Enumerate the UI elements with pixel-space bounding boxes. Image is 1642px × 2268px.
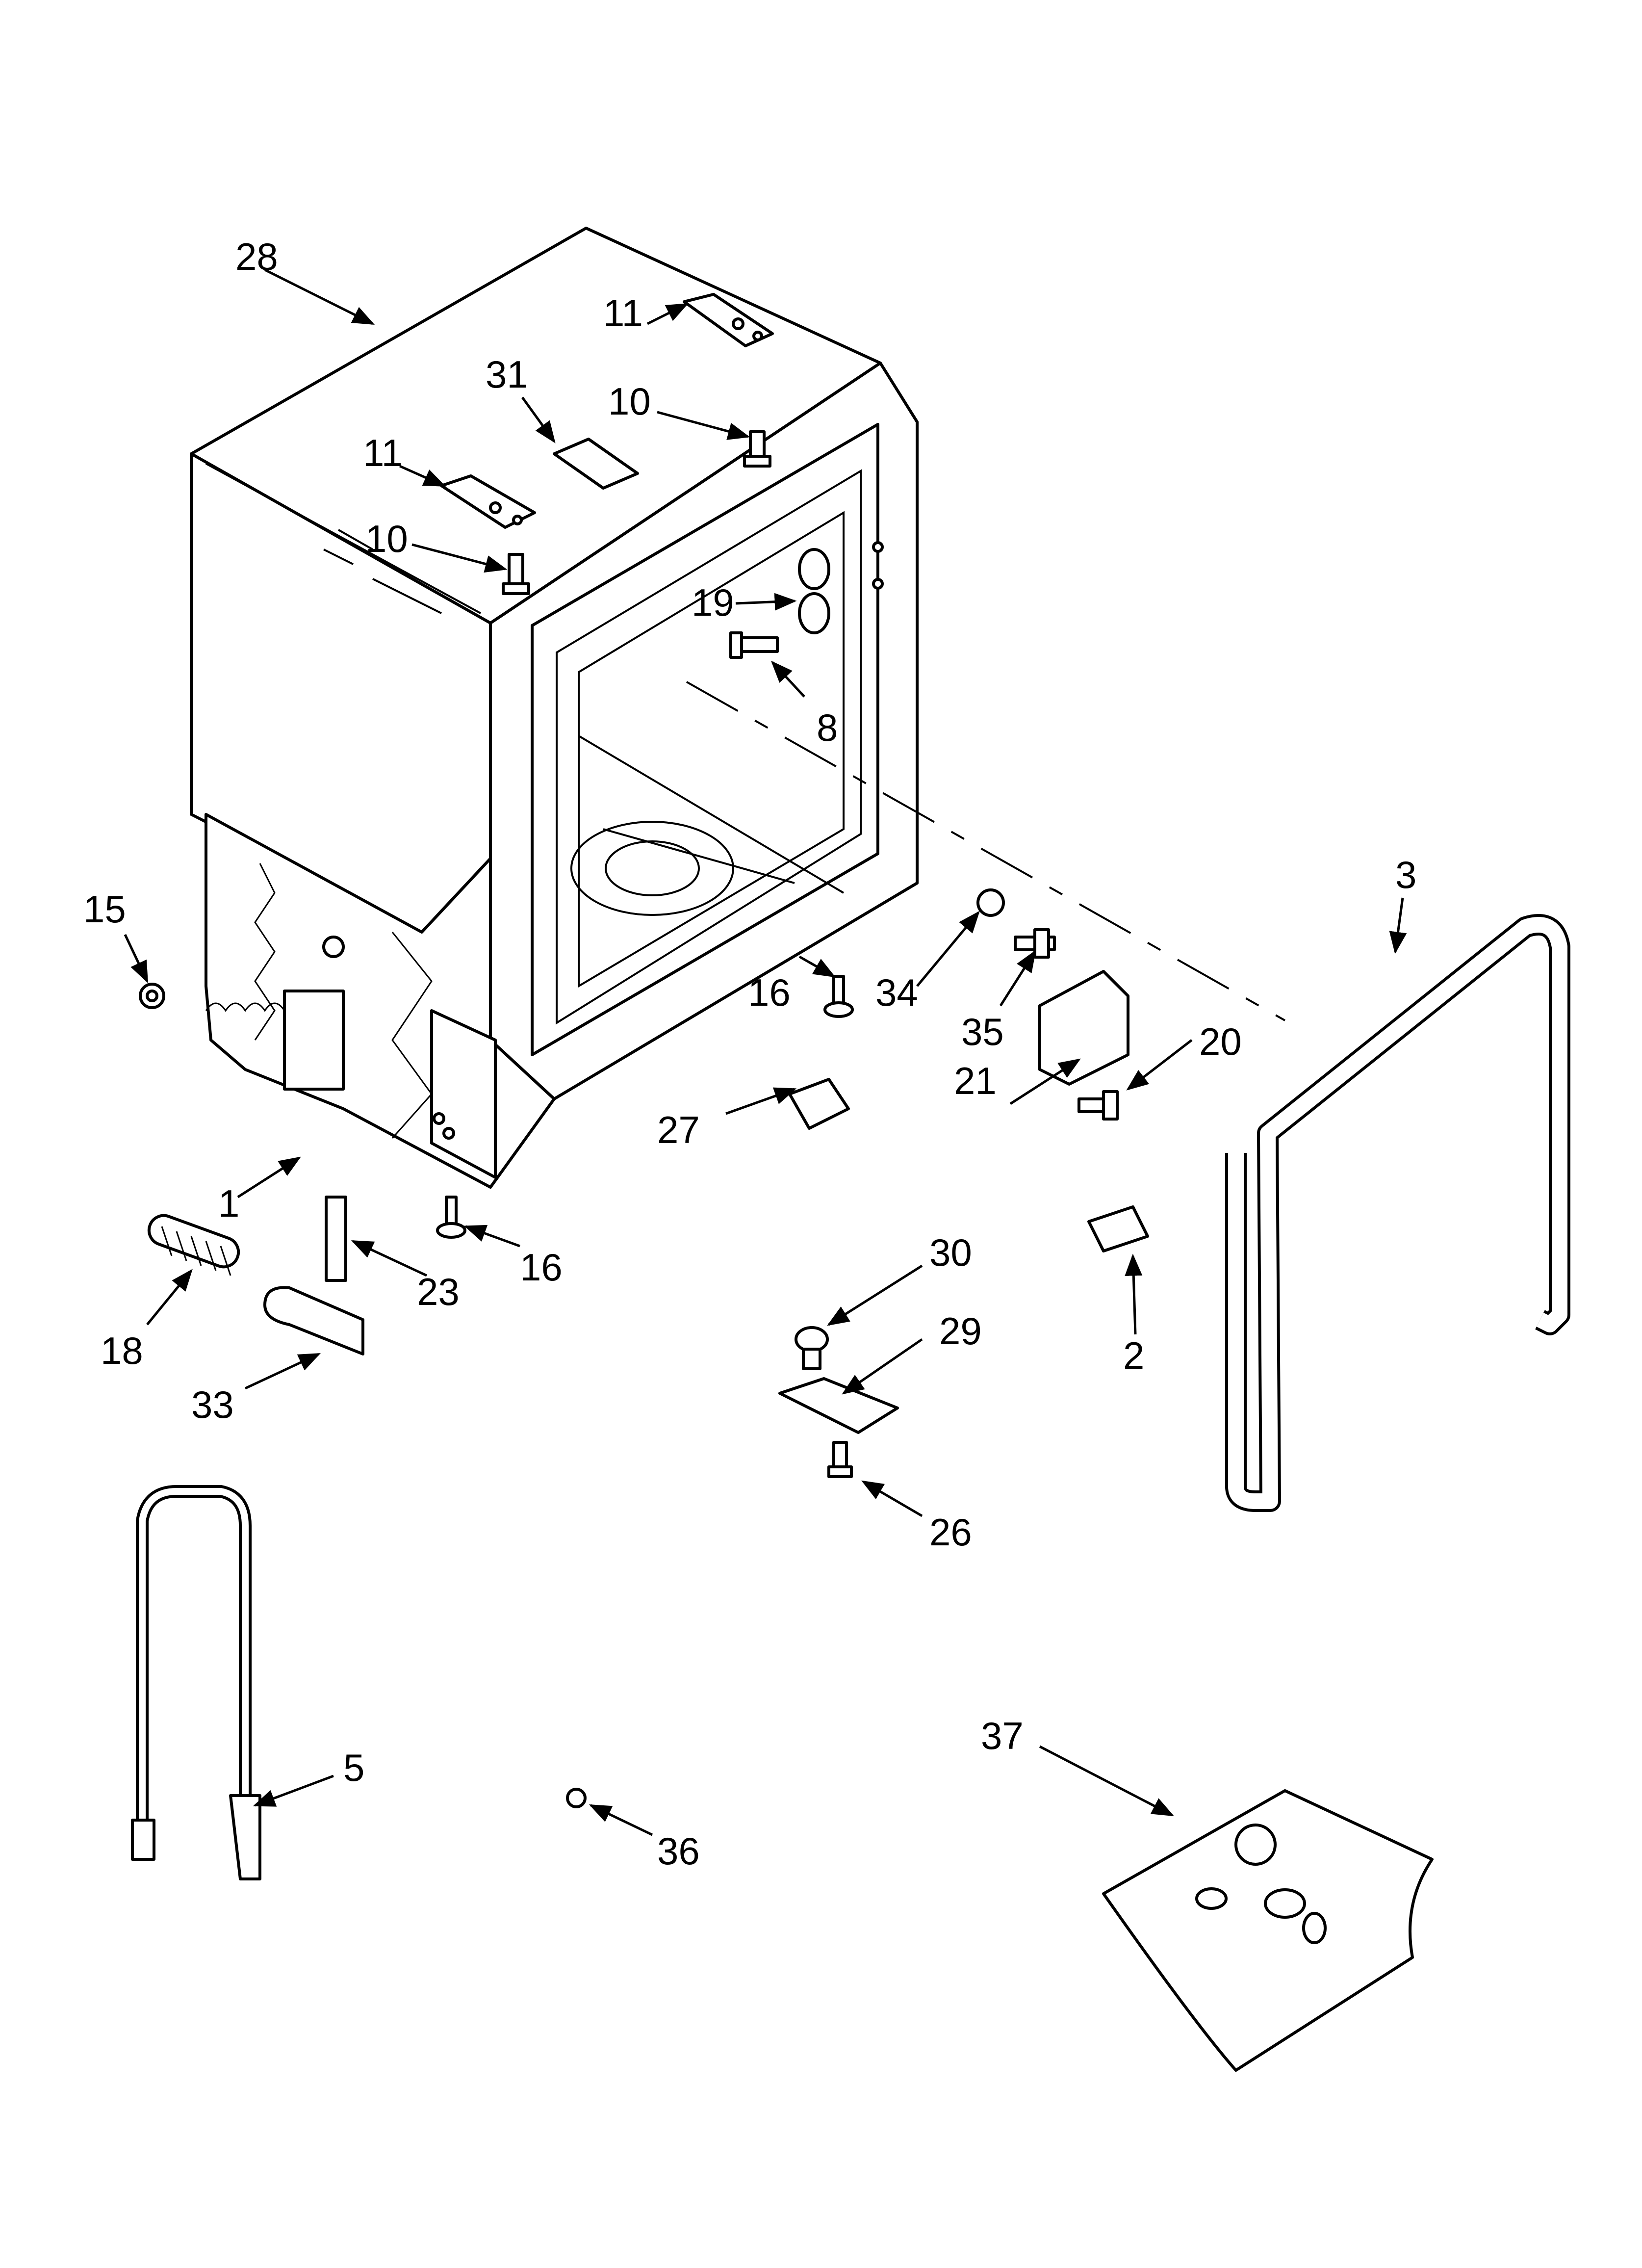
clamp-36 <box>566 1788 587 1808</box>
bracket-21 <box>1038 970 1129 1086</box>
callout-10-upper: 10 <box>608 380 651 423</box>
vent-cover <box>553 438 639 490</box>
callout-11-lower: 11 <box>363 431 403 474</box>
callout-36: 36 <box>657 1829 700 1873</box>
callout-20: 20 <box>1199 1020 1242 1063</box>
alignment-line <box>686 681 1285 1021</box>
bracket-29 <box>778 1377 899 1434</box>
callout-19: 19 <box>692 581 734 624</box>
gear-34 <box>976 888 1005 917</box>
callout-2: 2 <box>1123 1334 1144 1377</box>
strike-2 <box>1087 1205 1149 1252</box>
hardware-bag-37 <box>1102 1789 1434 2072</box>
leveling-leg-16b <box>436 1196 466 1239</box>
callout-18: 18 <box>101 1329 143 1372</box>
callout-30: 30 <box>929 1231 972 1274</box>
foot-15 <box>139 983 165 1009</box>
callout-21: 21 <box>954 1059 997 1102</box>
clip-27 <box>788 1078 850 1130</box>
hinge-bracket-lower <box>440 474 536 529</box>
callout-28: 28 <box>235 235 278 278</box>
tub-assembly <box>190 227 919 1189</box>
callout-8: 8 <box>817 706 838 749</box>
callout-37: 37 <box>981 1714 1024 1757</box>
callout-5: 5 <box>343 1746 364 1789</box>
callout-16-upper: 16 <box>748 971 791 1014</box>
callout-1: 1 <box>218 1182 239 1225</box>
thermostat-30 <box>795 1326 829 1370</box>
hinge-bracket-upper <box>683 293 774 347</box>
callout-10-lower: 10 <box>365 517 408 560</box>
screw-20 <box>1078 1090 1119 1121</box>
insulation-strip-23 <box>325 1196 347 1282</box>
screw-lower <box>502 553 530 595</box>
callout-29: 29 <box>939 1309 982 1353</box>
drain-hose-5 <box>131 1485 261 1880</box>
cover-33 <box>263 1286 364 1356</box>
screw-8 <box>729 631 779 659</box>
callout-labels: 28 11 31 10 11 10 19 8 3 15 16 34 35 20 … <box>83 235 1416 1873</box>
callout-26: 26 <box>929 1511 972 1554</box>
screw-35 <box>1014 928 1056 959</box>
screw-upper <box>743 430 771 468</box>
callout-15: 15 <box>83 887 126 931</box>
callout-34: 34 <box>875 971 918 1014</box>
leader-lines <box>124 268 1407 1836</box>
callout-3: 3 <box>1395 853 1416 896</box>
callout-27: 27 <box>657 1108 700 1151</box>
callout-23: 23 <box>417 1270 460 1313</box>
callout-11-upper: 11 <box>603 291 643 335</box>
callout-31: 31 <box>486 353 528 396</box>
screw-26 <box>827 1441 853 1478</box>
callout-16-lower: 16 <box>520 1246 563 1289</box>
leveling-leg-16a <box>823 975 854 1018</box>
upper-rack-bracket <box>798 541 884 634</box>
door-gasket <box>1225 914 1570 1512</box>
callout-35: 35 <box>961 1010 1004 1053</box>
spring-18 <box>147 1214 240 1276</box>
callout-33: 33 <box>191 1383 234 1426</box>
